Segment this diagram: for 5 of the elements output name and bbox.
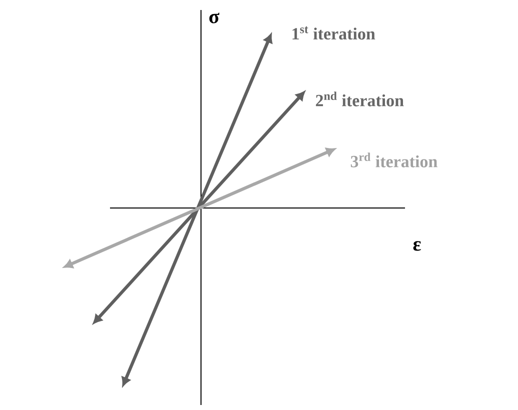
iteration-label: 1$^{st}$ iteration	[292, 26, 376, 40]
iteration-label: 3$^{rd}$ iteration	[350, 152, 438, 168]
axis-label: σ	[209, 12, 220, 24]
axis-label: ε	[413, 241, 421, 251]
iteration-label: 2$^{nd}$ iteration	[316, 92, 404, 106]
